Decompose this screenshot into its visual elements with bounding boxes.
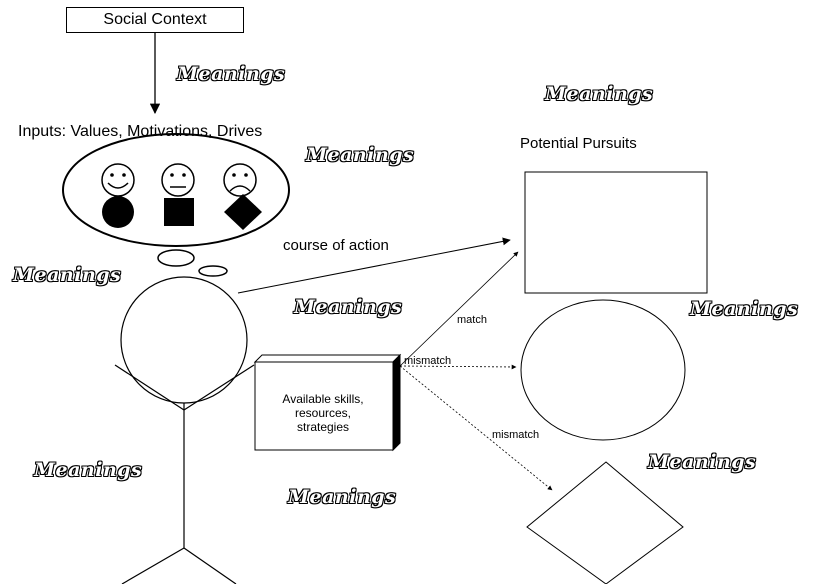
- happy-face-icon: [101, 163, 135, 197]
- meanings-label: Meanings: [545, 83, 654, 105]
- mismatch-label-2: mismatch: [492, 429, 540, 441]
- thought-bubble-small-1: [157, 249, 195, 267]
- filled-square-icon: [164, 198, 194, 226]
- pursuit-diamond: [526, 461, 684, 584]
- meanings-label: Meanings: [690, 298, 799, 320]
- stick-figure-left-arm: [114, 364, 185, 411]
- stick-figure-right-arm: [183, 364, 255, 411]
- skills-label: Available skills, resources, strategies: [255, 362, 391, 450]
- mismatch-arrow-circle: [399, 364, 517, 370]
- stick-figure-left-leg: [121, 547, 185, 584]
- skills-line-3: strategies: [296, 420, 350, 434]
- mismatch-arrow-diamond: [399, 365, 553, 491]
- skills-line-1: Available skills,: [282, 392, 364, 406]
- course-of-action-label: course of action: [283, 237, 389, 254]
- stick-figure-head: [120, 276, 248, 404]
- match-arrow: [399, 251, 519, 367]
- pursuit-circle: [520, 299, 686, 441]
- potential-pursuits-label: Potential Pursuits: [520, 135, 637, 152]
- skills-line-2: resources,: [294, 406, 352, 420]
- pursuit-square: [524, 171, 708, 294]
- meanings-label: Meanings: [648, 451, 757, 473]
- meanings-label: Meanings: [288, 486, 397, 508]
- meanings-label: Meanings: [13, 264, 122, 286]
- sad-face-icon: [223, 163, 257, 197]
- inputs-label: Inputs: Values, Motivations, Drives: [18, 123, 263, 140]
- meanings-label: Meanings: [294, 296, 403, 318]
- social-context-box: Social Context: [66, 7, 244, 33]
- filled-diamond-icon: [224, 194, 262, 230]
- stick-figure-right-leg: [183, 547, 237, 584]
- skills-box: [253, 353, 402, 452]
- meanings-label: Meanings: [177, 63, 286, 85]
- course-of-action-arrow: [237, 237, 511, 294]
- filled-circle-icon: [102, 196, 134, 228]
- meanings-label: Meanings: [306, 144, 415, 166]
- meanings-label: Meanings: [34, 459, 143, 481]
- thought-bubble-small-2: [198, 265, 228, 277]
- mismatch-label-1: mismatch: [404, 355, 452, 367]
- neutral-face-icon: [161, 163, 195, 197]
- match-label: match: [457, 314, 487, 326]
